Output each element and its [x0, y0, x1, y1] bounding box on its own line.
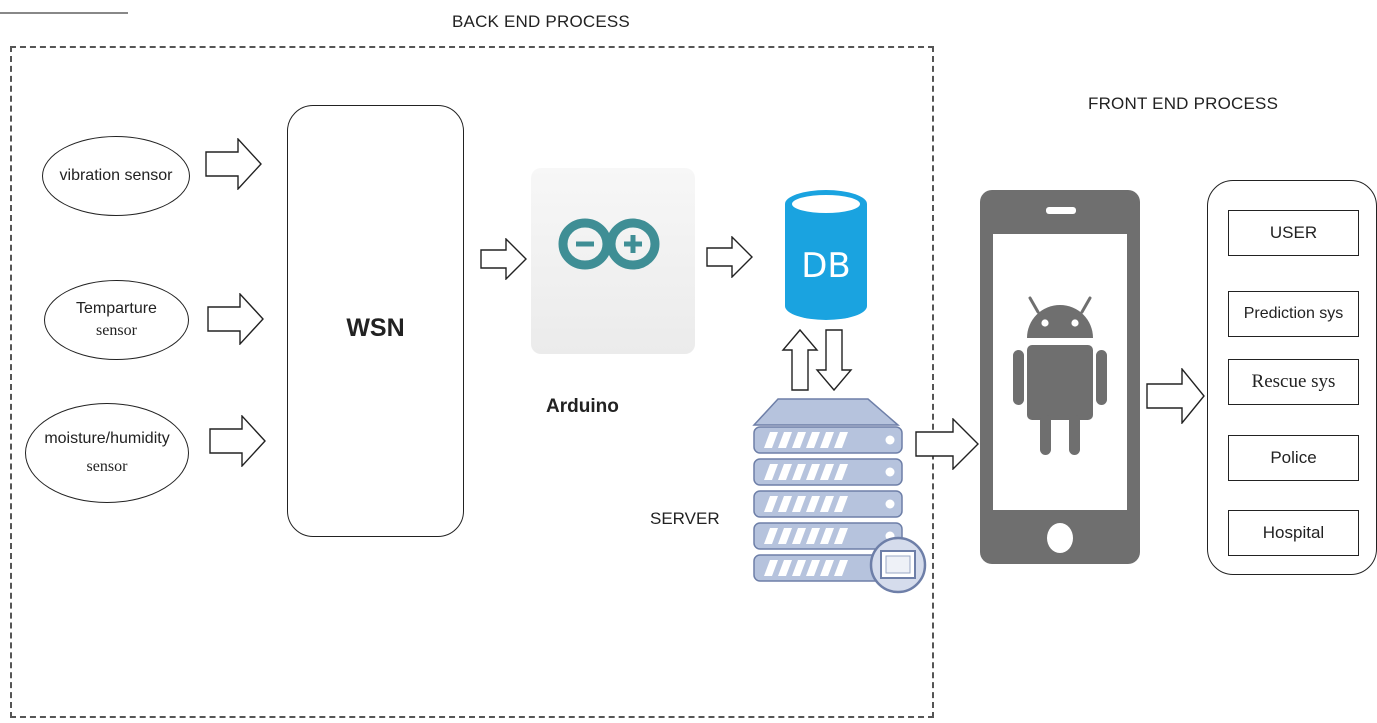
arrow-right-icon: [1146, 368, 1205, 424]
arduino-label: Arduino: [546, 396, 619, 417]
sensor-label: sensor: [86, 458, 128, 475]
sensor-label: sensor: [96, 322, 137, 339]
server-label: SERVER: [650, 509, 720, 528]
server-icon: [752, 398, 927, 594]
arrow-right-icon: [209, 415, 266, 467]
service-hospital: Hospital: [1228, 510, 1359, 556]
vibration-sensor: vibration sensor: [42, 136, 190, 216]
arrow-right-icon: [480, 238, 527, 280]
sensor-label: Temparture: [76, 300, 157, 318]
service-police: Police: [1228, 435, 1359, 481]
services-panel: USER Prediction sys Rescue sys Police Ho…: [1207, 180, 1377, 575]
sensor-label: vibration sensor: [59, 167, 173, 185]
database-label: DB: [801, 246, 851, 286]
android-icon: [980, 190, 1140, 564]
arrow-right-icon: [915, 418, 979, 470]
arrow-right-icon: [205, 138, 262, 190]
arrow-right-icon: [706, 236, 753, 278]
corner-line: [0, 12, 128, 14]
service-prediction-sys: Prediction sys: [1228, 291, 1359, 337]
sensor-label: moisture/humidity: [44, 430, 170, 448]
backend-title: BACK END PROCESS: [452, 12, 630, 31]
wsn-block: WSN: [287, 105, 464, 537]
android-phone: [980, 190, 1140, 564]
service-user: USER: [1228, 210, 1359, 256]
arduino-board: [531, 168, 695, 354]
bidirectional-arrows-icon: [781, 328, 853, 392]
frontend-title: FRONT END PROCESS: [1088, 94, 1279, 113]
temperature-sensor: Temparture sensor: [44, 280, 189, 360]
backend-container: [10, 46, 934, 718]
database-icon: [785, 190, 867, 320]
wsn-label: WSN: [346, 313, 405, 342]
arduino-logo-icon: [558, 218, 660, 270]
moisture-humidity-sensor: moisture/humidity sensor: [25, 403, 189, 503]
arrow-right-icon: [207, 293, 264, 345]
service-rescue-sys: Rescue sys: [1228, 359, 1359, 405]
